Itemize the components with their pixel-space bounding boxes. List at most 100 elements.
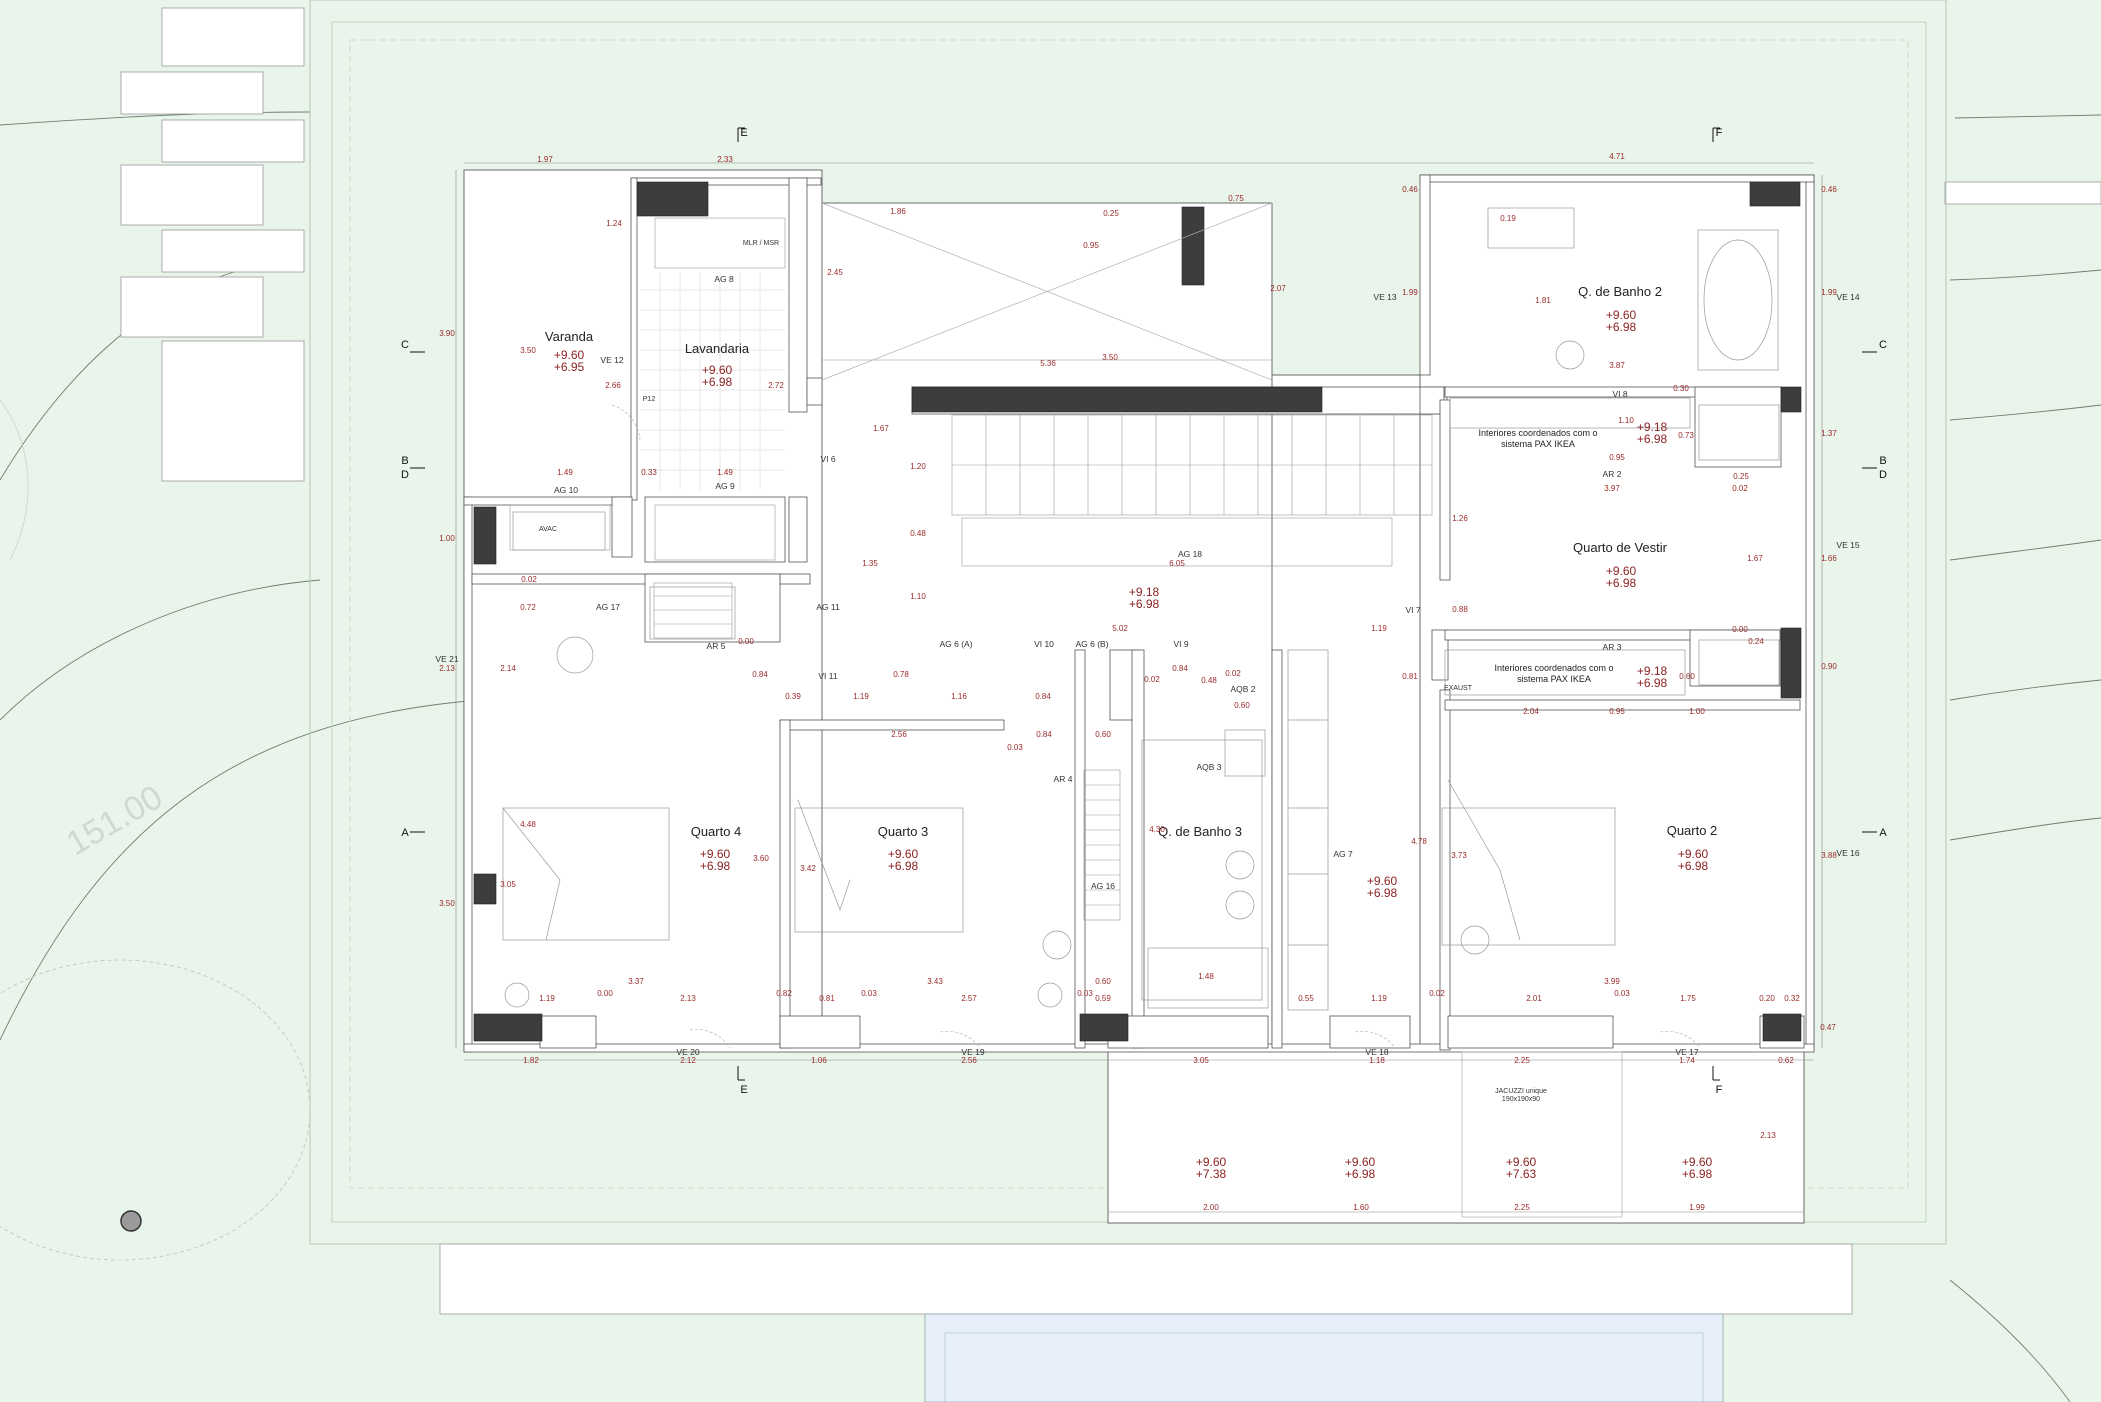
dim-d18: 1.19 [539,994,555,1003]
dim-d92: 0.20 [1759,994,1775,1003]
dim-d27: 0.59 [1095,994,1111,1003]
dim-t10: 5.36 [1040,359,1056,368]
dim-d25: 2.57 [961,994,977,1003]
section-f-top: F [1716,127,1723,139]
dim-t9: 2.07 [1270,284,1286,293]
dim-d53: 0.60 [1234,701,1250,710]
tag-avac: AVAC [539,526,557,533]
dim-d79: 0.00 [1732,625,1748,634]
section-d-left: D [401,469,409,481]
dim-d8: 3.90 [439,329,455,338]
dim-d29: 3.60 [753,854,769,863]
level-terraco3-1: +9.60 [1506,1155,1537,1169]
dim-d44: 0.39 [785,692,801,701]
dim-t3: 4.71 [1609,152,1625,161]
section-d-right: D [1879,469,1887,481]
dim-d2: 3.50 [520,346,536,355]
tag-vi9: VI 9 [1173,639,1188,649]
dim-d17: 3.37 [628,977,644,986]
dim-d41: 1.19 [1371,624,1387,633]
dim-d4: 2.72 [768,381,784,390]
dim-d80: 0.24 [1748,637,1764,646]
dim-d12: 2.14 [500,664,516,673]
tag-ar4: AR 4 [1054,774,1073,784]
tag-ve19: VE 19 [961,1047,984,1057]
dim-d9: 1.00 [439,534,455,543]
dim-d90: 0.03 [1614,989,1630,998]
tag-ve15: VE 15 [1836,540,1859,550]
room-lavandaria: Lavandaria [685,341,750,356]
dim-d70: 1.10 [1618,416,1634,425]
dim-d37: 1.35 [862,559,878,568]
level-hall-1: +9.18 [1129,585,1160,599]
tag-mlr: MLR / MSR [743,240,779,247]
dim-b10: 2.00 [1203,1203,1219,1212]
dim-b5: 3.05 [1193,1056,1209,1065]
dim-d46: 0.78 [893,670,909,679]
dim-b9: 0.62 [1778,1056,1794,1065]
dim-d22: 0.81 [819,994,835,1003]
section-f-bottom: F [1716,1084,1723,1096]
tag-ve12: VE 12 [600,355,623,365]
dim-d59: 0.81 [1402,672,1418,681]
dim-d95: 0.46 [1821,185,1837,194]
tag-ve20: VE 20 [676,1047,699,1057]
dim-d26: 0.03 [1077,989,1093,998]
pool-deck [439,1243,1853,1315]
dim-d20: 2.13 [680,994,696,1003]
element-tags: VE 12 VE 13 VE 14 VE 15 VE 16 VE 17 VE 1… [435,240,1859,1103]
dim-d6: 0.33 [641,468,657,477]
dim-d81: 0.90 [1821,662,1837,671]
dim-d16: 3.50 [439,899,455,908]
dim-d45: 1.19 [853,692,869,701]
section-a-left: A [401,827,409,839]
tag-ag8: AG 8 [714,274,734,284]
dim-d83: 2.04 [1523,707,1539,716]
dim-d48: 0.84 [1035,692,1051,701]
level-quarto3-2: +6.98 [888,859,919,873]
level-terraco3-2: +7.63 [1506,1167,1537,1181]
dim-d1: 1.24 [606,219,622,228]
dim-d88: 2.01 [1526,994,1542,1003]
level-varanda-1: +9.60 [554,348,585,362]
stair-flight [653,414,1433,921]
dim-d43: 0.84 [752,670,768,679]
room-banho3: Q. de Banho 3 [1158,824,1242,839]
dim-d85: 1.00 [1689,707,1705,716]
tag-ag11: AG 11 [816,602,840,612]
room-ikea-2: Interiores coordenados com o sistema PAX… [1494,663,1614,684]
dim-b4: 2.56 [961,1056,977,1065]
dim-d76: 1.37 [1821,429,1837,438]
tag-ag16: AG 16 [1091,881,1115,891]
dim-d24: 3.43 [927,977,943,986]
level-ikea2-1: +9.18 [1637,664,1668,678]
dim-d15: 3.05 [500,880,516,889]
dim-d89: 3.99 [1604,977,1620,986]
level-quarto4-2: +6.98 [700,859,731,873]
level-quarto4-1: +9.60 [700,847,731,861]
level-vestir-1: +9.60 [1606,564,1637,578]
room-quarto3: Quarto 3 [878,824,929,839]
dim-t5: 0.25 [1103,209,1119,218]
dimensions: 1.97 2.33 4.71 1.86 0.25 0.75 0.95 2.45 … [439,152,1837,1212]
dim-d35: 1.20 [910,462,926,471]
tag-ag9: AG 9 [715,481,735,491]
level-ikea1-1: +9.18 [1637,420,1668,434]
dim-d58: 1.19 [1371,994,1387,1003]
tag-jacuzzi-1: JACUZZI unique [1495,1088,1547,1095]
dim-b6: 1.18 [1369,1056,1385,1065]
dim-d61: 0.02 [1429,989,1445,998]
dim-d62: 1.26 [1452,514,1468,523]
dim-d57: 0.55 [1298,994,1314,1003]
room-quarto2: Quarto 2 [1667,823,1718,838]
dim-d47: 1.16 [951,692,967,701]
level-ikea2-2: +6.98 [1637,676,1668,690]
level-ikea1-2: +6.98 [1637,432,1668,446]
dim-d68: 3.87 [1609,361,1625,370]
section-e-bottom: E [740,1084,747,1096]
level-banho2-2: +6.98 [1606,320,1637,334]
tag-ar5: AR 5 [707,641,726,651]
tag-vi6: VI 6 [820,454,835,464]
dim-d78: 1.66 [1821,554,1837,563]
dim-d50: 0.84 [1172,664,1188,673]
